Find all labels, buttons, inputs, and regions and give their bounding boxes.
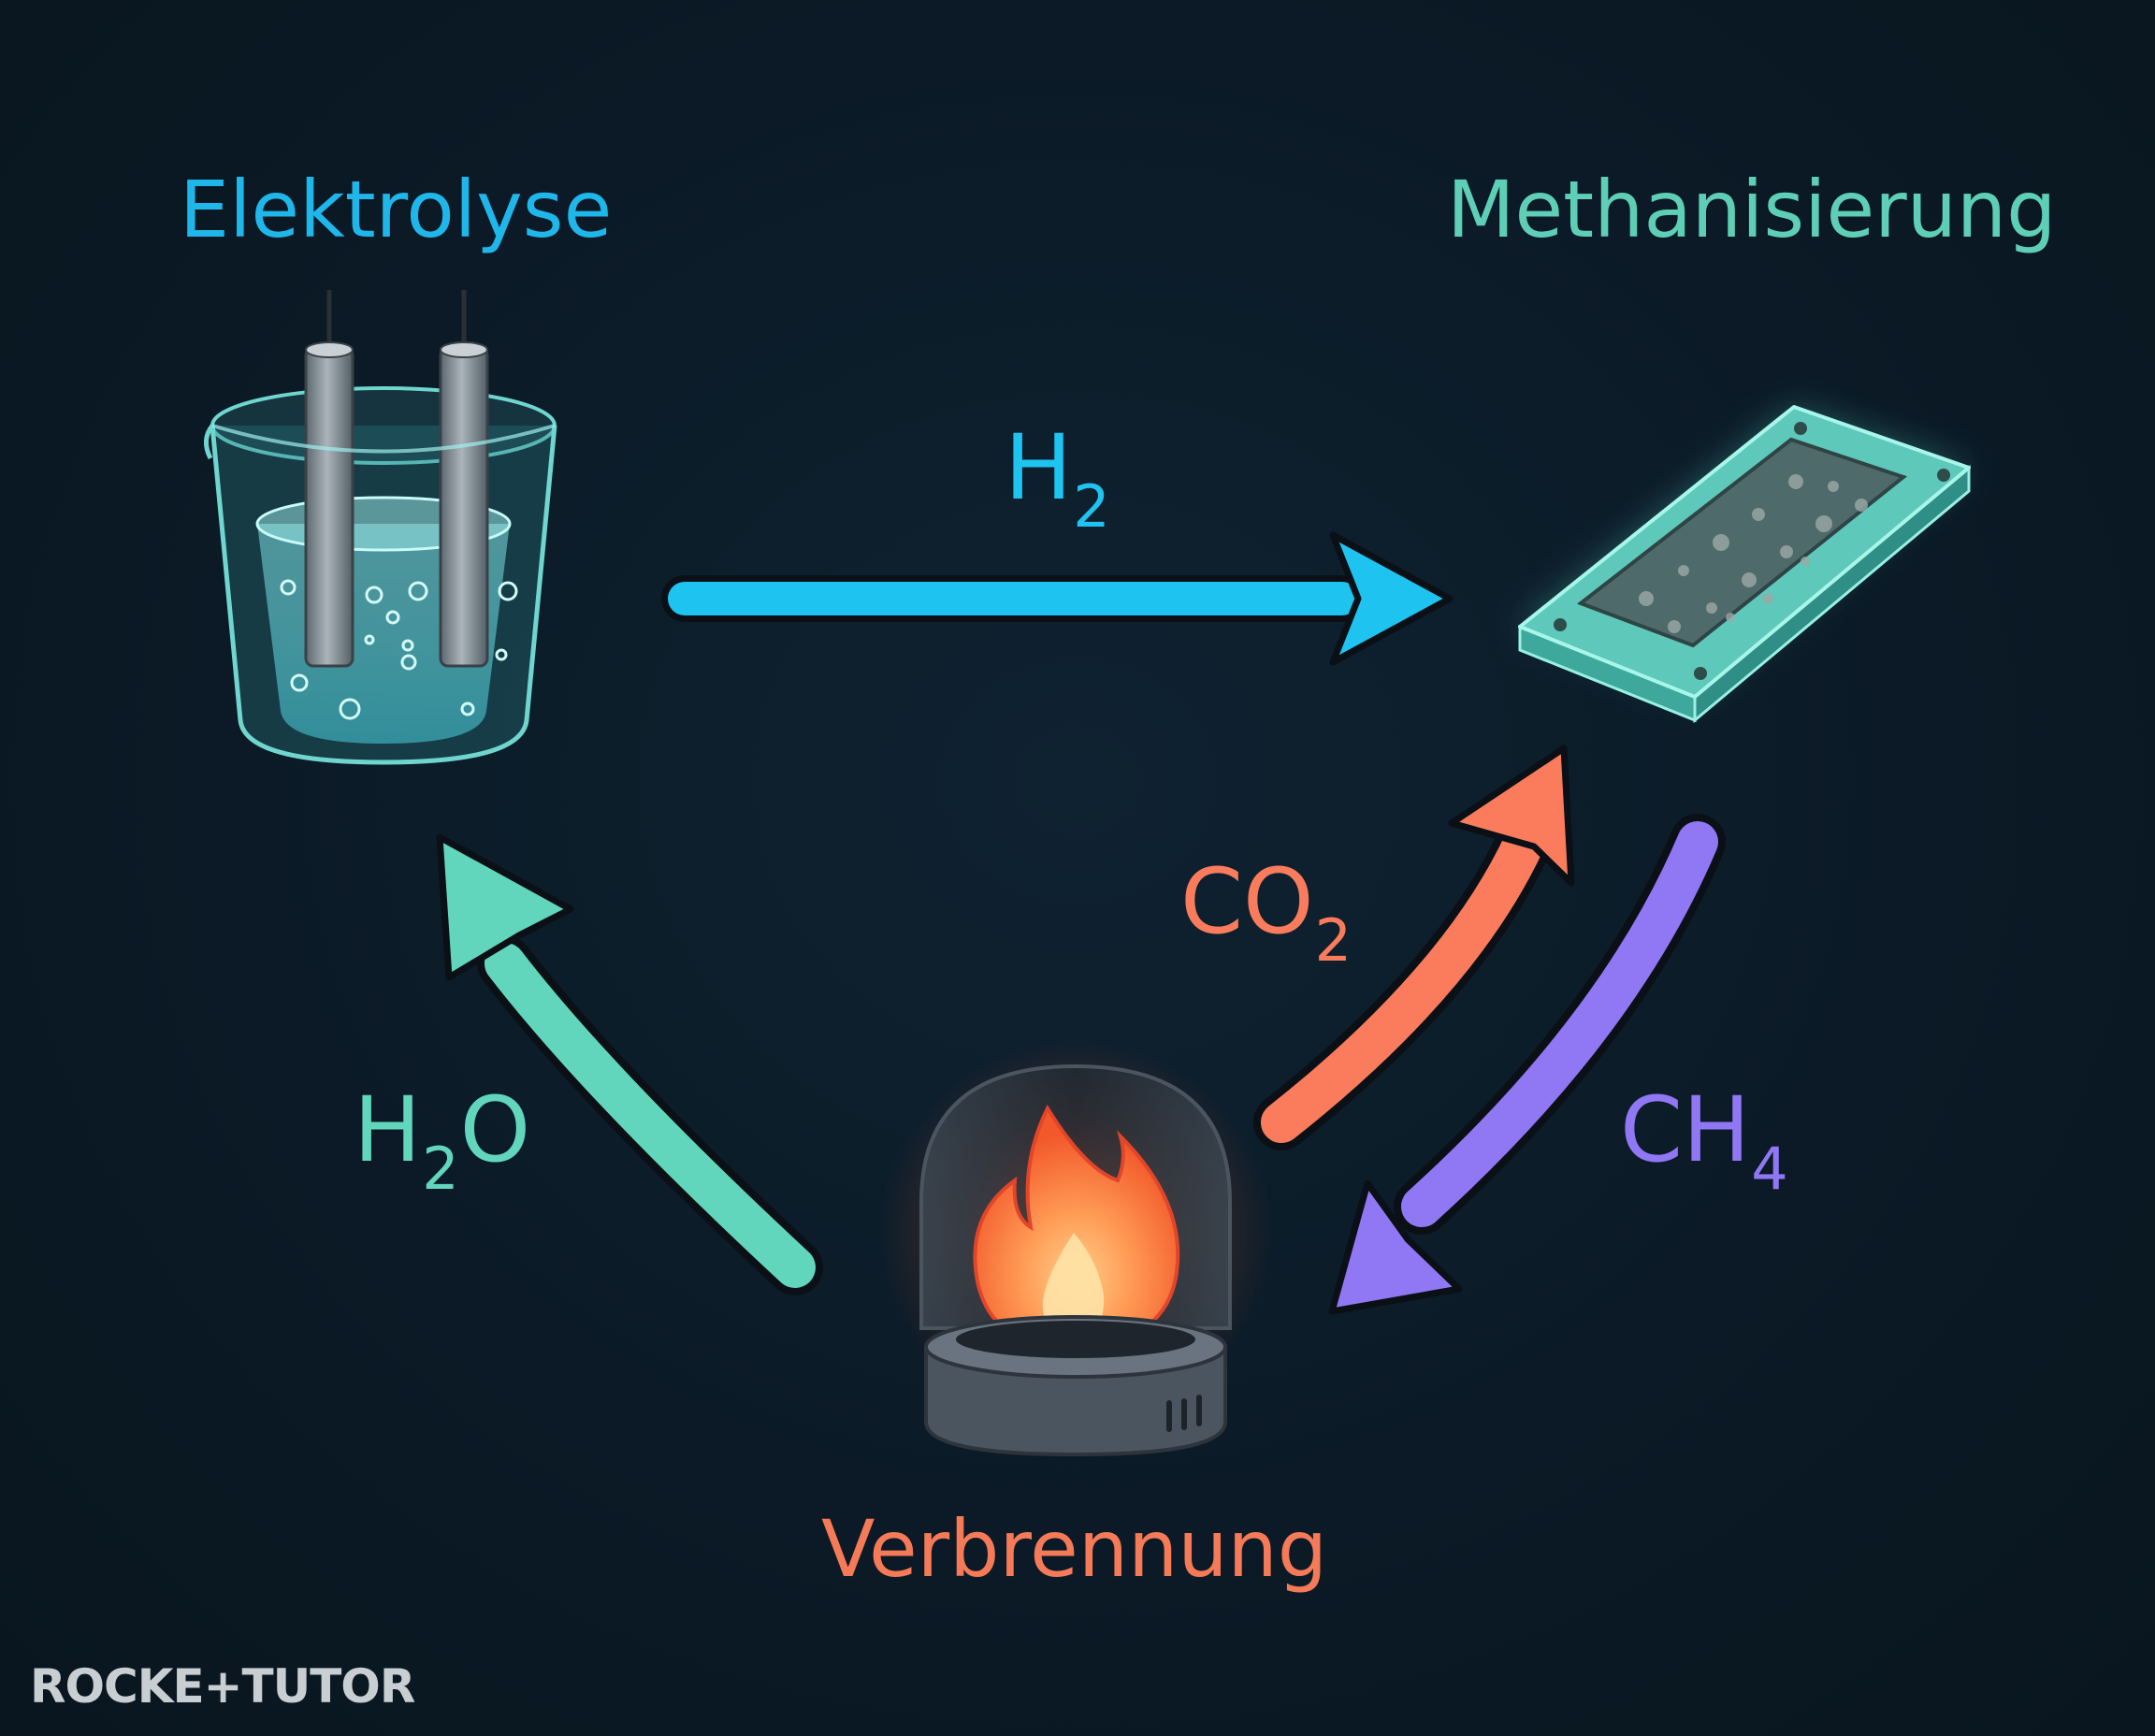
elektrolyse-label: Elektrolyse xyxy=(180,164,613,255)
methanisierung-label: Methanisierung xyxy=(1447,164,2057,255)
verbrennung-label: Verbrennung xyxy=(821,1503,1328,1595)
h2o-formula-main: H xyxy=(354,1078,422,1182)
h2-formula-main: H xyxy=(1005,415,1073,520)
ch4-formula-main: CH xyxy=(1620,1078,1751,1182)
co2-formula-sub: 2 xyxy=(1314,906,1352,975)
co2-arrow xyxy=(1253,745,1575,1150)
ch4-arrow xyxy=(1328,814,1726,1315)
h2-formula-sub: 2 xyxy=(1073,472,1110,541)
h2o-formula-tail: O xyxy=(459,1078,531,1182)
catalyst-plate-icon xyxy=(1518,405,1971,724)
burner-flame-icon xyxy=(879,1038,1272,1457)
brand-logo: ROCKE+TUTOR xyxy=(30,1659,415,1714)
h2o-formula: H2O xyxy=(354,1085,530,1198)
h2-formula: H2 xyxy=(1005,423,1111,536)
ch4-formula-sub: 4 xyxy=(1751,1135,1788,1203)
h2-arrow xyxy=(661,531,1454,666)
h2o-arrow xyxy=(436,833,823,1295)
beaker-electrodes-icon xyxy=(204,290,557,765)
ch4-formula: CH4 xyxy=(1620,1085,1789,1198)
co2-formula-main: CO xyxy=(1180,849,1314,954)
co2-formula: CO2 xyxy=(1180,857,1352,970)
h2o-formula-sub: 2 xyxy=(422,1135,459,1203)
